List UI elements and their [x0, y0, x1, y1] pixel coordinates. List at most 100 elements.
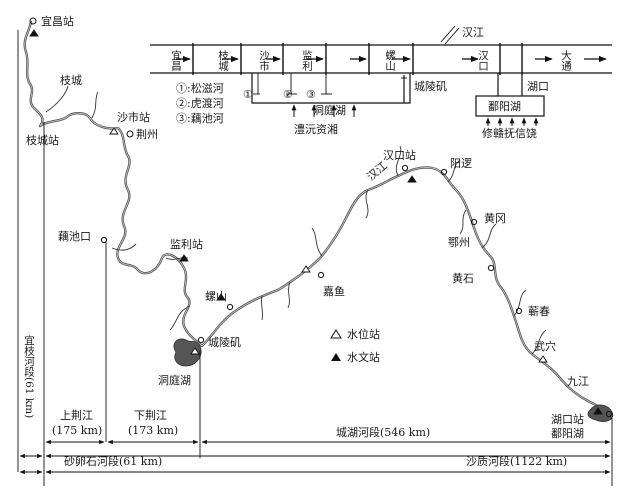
label-hukou-station: 湖口站 [551, 412, 584, 426]
label-jingzhou: 荆州 [136, 128, 158, 141]
level-wuxue [538, 355, 548, 363]
marker-hukou [605, 410, 613, 418]
node-datong: 大通 [560, 49, 572, 71]
dongting-lake-shape [173, 338, 202, 367]
hanjiang-inflow-1 [440, 25, 456, 43]
hydro-yichang [29, 29, 39, 37]
node-yichang: 宜昌 [170, 49, 182, 72]
segment-upper-jingjiang-len: (175 km) [52, 424, 102, 437]
trib-hanjiang-2 [395, 145, 402, 177]
label-poyang: 鄱阳湖 [551, 427, 584, 440]
dongting-inflow-arrows [291, 104, 357, 117]
label-ouchikou: 藕池口 [58, 230, 91, 243]
label-hanjiang: 汉江 [365, 159, 390, 183]
river-main [23, 20, 614, 418]
marker-ouchikou [100, 236, 108, 244]
trib-hanjiang [365, 189, 369, 219]
node-luoshan: 螺山 [384, 50, 396, 71]
label-jiujiang: 九江 [567, 375, 589, 388]
label-zhicheng: 枝城 [60, 73, 82, 87]
marker-qichun [515, 307, 523, 315]
level-mid [301, 265, 311, 273]
trib-dongting-1 [169, 305, 191, 331]
segment-upper-jingjiang: 上荆江 [60, 409, 93, 422]
level-chenglingji [190, 347, 200, 355]
marker-jingzhou [126, 130, 134, 138]
river-main-inner [24, 21, 613, 417]
legend: 水位站 水文站 [330, 327, 380, 364]
node-jianli: 监利 [301, 49, 313, 71]
marker-jiayu [317, 271, 325, 279]
label-yangluo: 阳逻 [450, 157, 472, 170]
segment-gravel: 砂卵石河段(61 km) [64, 454, 162, 468]
outlet-1: ① [243, 88, 253, 101]
dongting-box [251, 73, 411, 104]
marker-hankou [401, 164, 409, 172]
label-ezhou: 鄂州 [448, 236, 470, 249]
schematic: 宜昌 枝城 沙市 监利 螺山 汉口 大通 汉江 ① ② ③ 洞庭湖 城陵矶 [150, 25, 612, 140]
schematic-lishui-label: 澧沅资湘 [294, 122, 338, 136]
label-luoshan: 螺山 [205, 290, 227, 303]
node-shashi: 沙市 [258, 50, 270, 72]
hydro-jianli [179, 254, 189, 262]
trib-wuxue [531, 329, 547, 355]
marker-chenglingji [197, 336, 205, 344]
hydro-hankou [407, 175, 417, 183]
trib-songzi [45, 85, 69, 113]
segment-brackets: 宜枝河段(61 km) 上荆江 (175 km) 下荆江 (173 km) 城湖… [17, 30, 613, 486]
legend-hydro-symbol [331, 353, 341, 361]
marker-yangluo [440, 168, 448, 176]
segment-yizhi: 宜枝河段(61 km) [23, 334, 35, 418]
label-qichun: 蕲春 [528, 305, 550, 318]
poyang-box [475, 95, 545, 117]
marker-ezhou [470, 218, 478, 226]
legend-outlet-3: ③:藕池河 [176, 112, 224, 125]
place-labels: 宜昌站 枝城 枝城站 沙市站 荆州 藕池口 监利站 螺山 城陵矶 洞庭湖 嘉鱼 … [26, 14, 589, 440]
label-jiayu: 嘉鱼 [323, 284, 345, 298]
station-triangles [29, 29, 603, 415]
trib-ouchi [111, 243, 137, 251]
legend-outlet-1: ①:松滋河 [176, 81, 224, 95]
legend-level-symbol [330, 329, 342, 339]
marker-luoshan [226, 303, 234, 311]
segment-sandy: 沙质河段(1122 km) [466, 454, 567, 468]
schematic-poyang-label: 鄱阳湖 [488, 100, 521, 113]
trib-jiayu-2 [287, 281, 291, 309]
label-chenglingji: 城陵矶 [208, 336, 241, 349]
level-shashi [109, 127, 119, 135]
label-dongting: 洞庭湖 [158, 373, 191, 387]
label-huanggang: 黄冈 [484, 211, 506, 225]
schematic-hanjiang-label: 汉江 [462, 26, 484, 39]
label-yichang-station: 宜昌站 [41, 14, 74, 28]
node-zhicheng: 枝城 [217, 49, 229, 72]
trib-north-1 [311, 227, 323, 257]
outlet-3: ③ [306, 88, 316, 101]
label-hankou-station: 汉口站 [383, 148, 416, 162]
schematic-ticks [192, 43, 523, 75]
segment-chenghan: 城湖河段(546 km) [336, 425, 430, 439]
poyang-inflow-arrows [485, 117, 539, 126]
river-course [23, 20, 614, 422]
legend-outlet-2: ②:虎渡河 [176, 96, 224, 110]
schematic-chenglingji-label: 城陵矶 [414, 80, 447, 93]
schematic-dongting-label: 洞庭湖 [313, 103, 346, 117]
trib-huanggang [481, 223, 497, 249]
marker-huangshi [487, 264, 495, 272]
label-wuxue: 武穴 [534, 339, 556, 353]
hydro-luoshan [216, 293, 226, 301]
hanjiang-inflow-2 [444, 27, 460, 45]
trib-ezhou [459, 209, 467, 235]
hydro-hukou [593, 407, 603, 415]
station-markers [29, 17, 613, 418]
node-hankou: 汉口 [477, 50, 489, 71]
marker-yichang [29, 17, 37, 25]
trib-qichun [513, 289, 527, 317]
legend-level-label: 水位站 [347, 327, 380, 341]
trib-yangluo [447, 159, 461, 183]
outlet-2: ② [283, 88, 293, 101]
label-huangshi: 黄石 [452, 271, 474, 285]
label-jianli-station: 监利站 [170, 237, 203, 251]
schematic-poyang-rivers: 修赣抚信饶 [482, 126, 537, 140]
label-zhicheng-station: 枝城站 [26, 133, 59, 147]
